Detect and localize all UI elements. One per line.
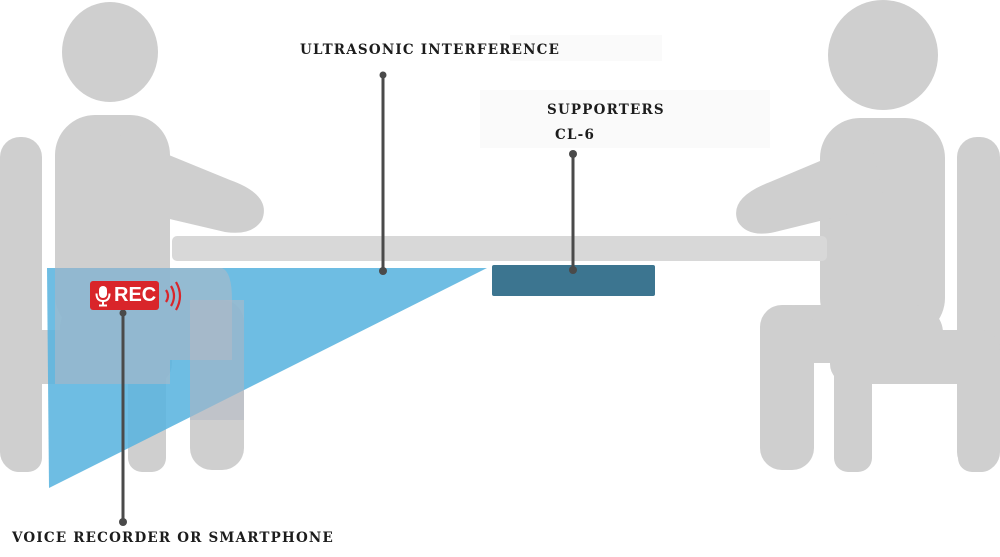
- rec-label: REC: [114, 284, 157, 306]
- cl6-label: CL-6: [555, 127, 596, 143]
- right-person-head: [828, 0, 938, 110]
- leader-dot-supporters-top: [569, 150, 577, 158]
- right-person-figure: [736, 0, 1000, 472]
- left-chair-rear-leg: [4, 360, 42, 472]
- ultrasonic-interference-label: ULTRASONIC INTERFERENCE: [300, 42, 561, 58]
- supporters-label: SUPPORTERS: [547, 102, 665, 118]
- left-person-overlay: [55, 268, 244, 420]
- right-person-lower-leg: [760, 305, 814, 470]
- sound-waves-icon: [165, 281, 182, 311]
- cl6-device: [492, 265, 655, 296]
- right-chair-rear-leg: [958, 360, 996, 472]
- leader-dot-supporters-bottom: [569, 266, 577, 274]
- right-chair-seat: [830, 330, 1000, 384]
- right-chair-leg: [834, 340, 872, 472]
- label-backdrop-supporters: [480, 90, 770, 148]
- voice-recorder-label: VOICE RECORDER OR SMARTPHONE: [12, 530, 334, 546]
- leader-dot-recorder-bottom: [119, 518, 127, 526]
- left-person-arm: [110, 135, 264, 233]
- leader-lines: [119, 71, 577, 526]
- rec-badge: REC: [90, 281, 159, 310]
- leader-dot-ultrasonic-bottom: [379, 267, 387, 275]
- leader-dot-recorder-top: [119, 309, 127, 317]
- microphone-icon: [93, 281, 113, 310]
- right-person-arm: [736, 140, 885, 234]
- left-person-head: [62, 2, 158, 102]
- leader-dot-ultrasonic-top: [379, 71, 387, 79]
- label-backdrop-ultrasonic: [510, 35, 662, 61]
- table-top: [172, 236, 827, 261]
